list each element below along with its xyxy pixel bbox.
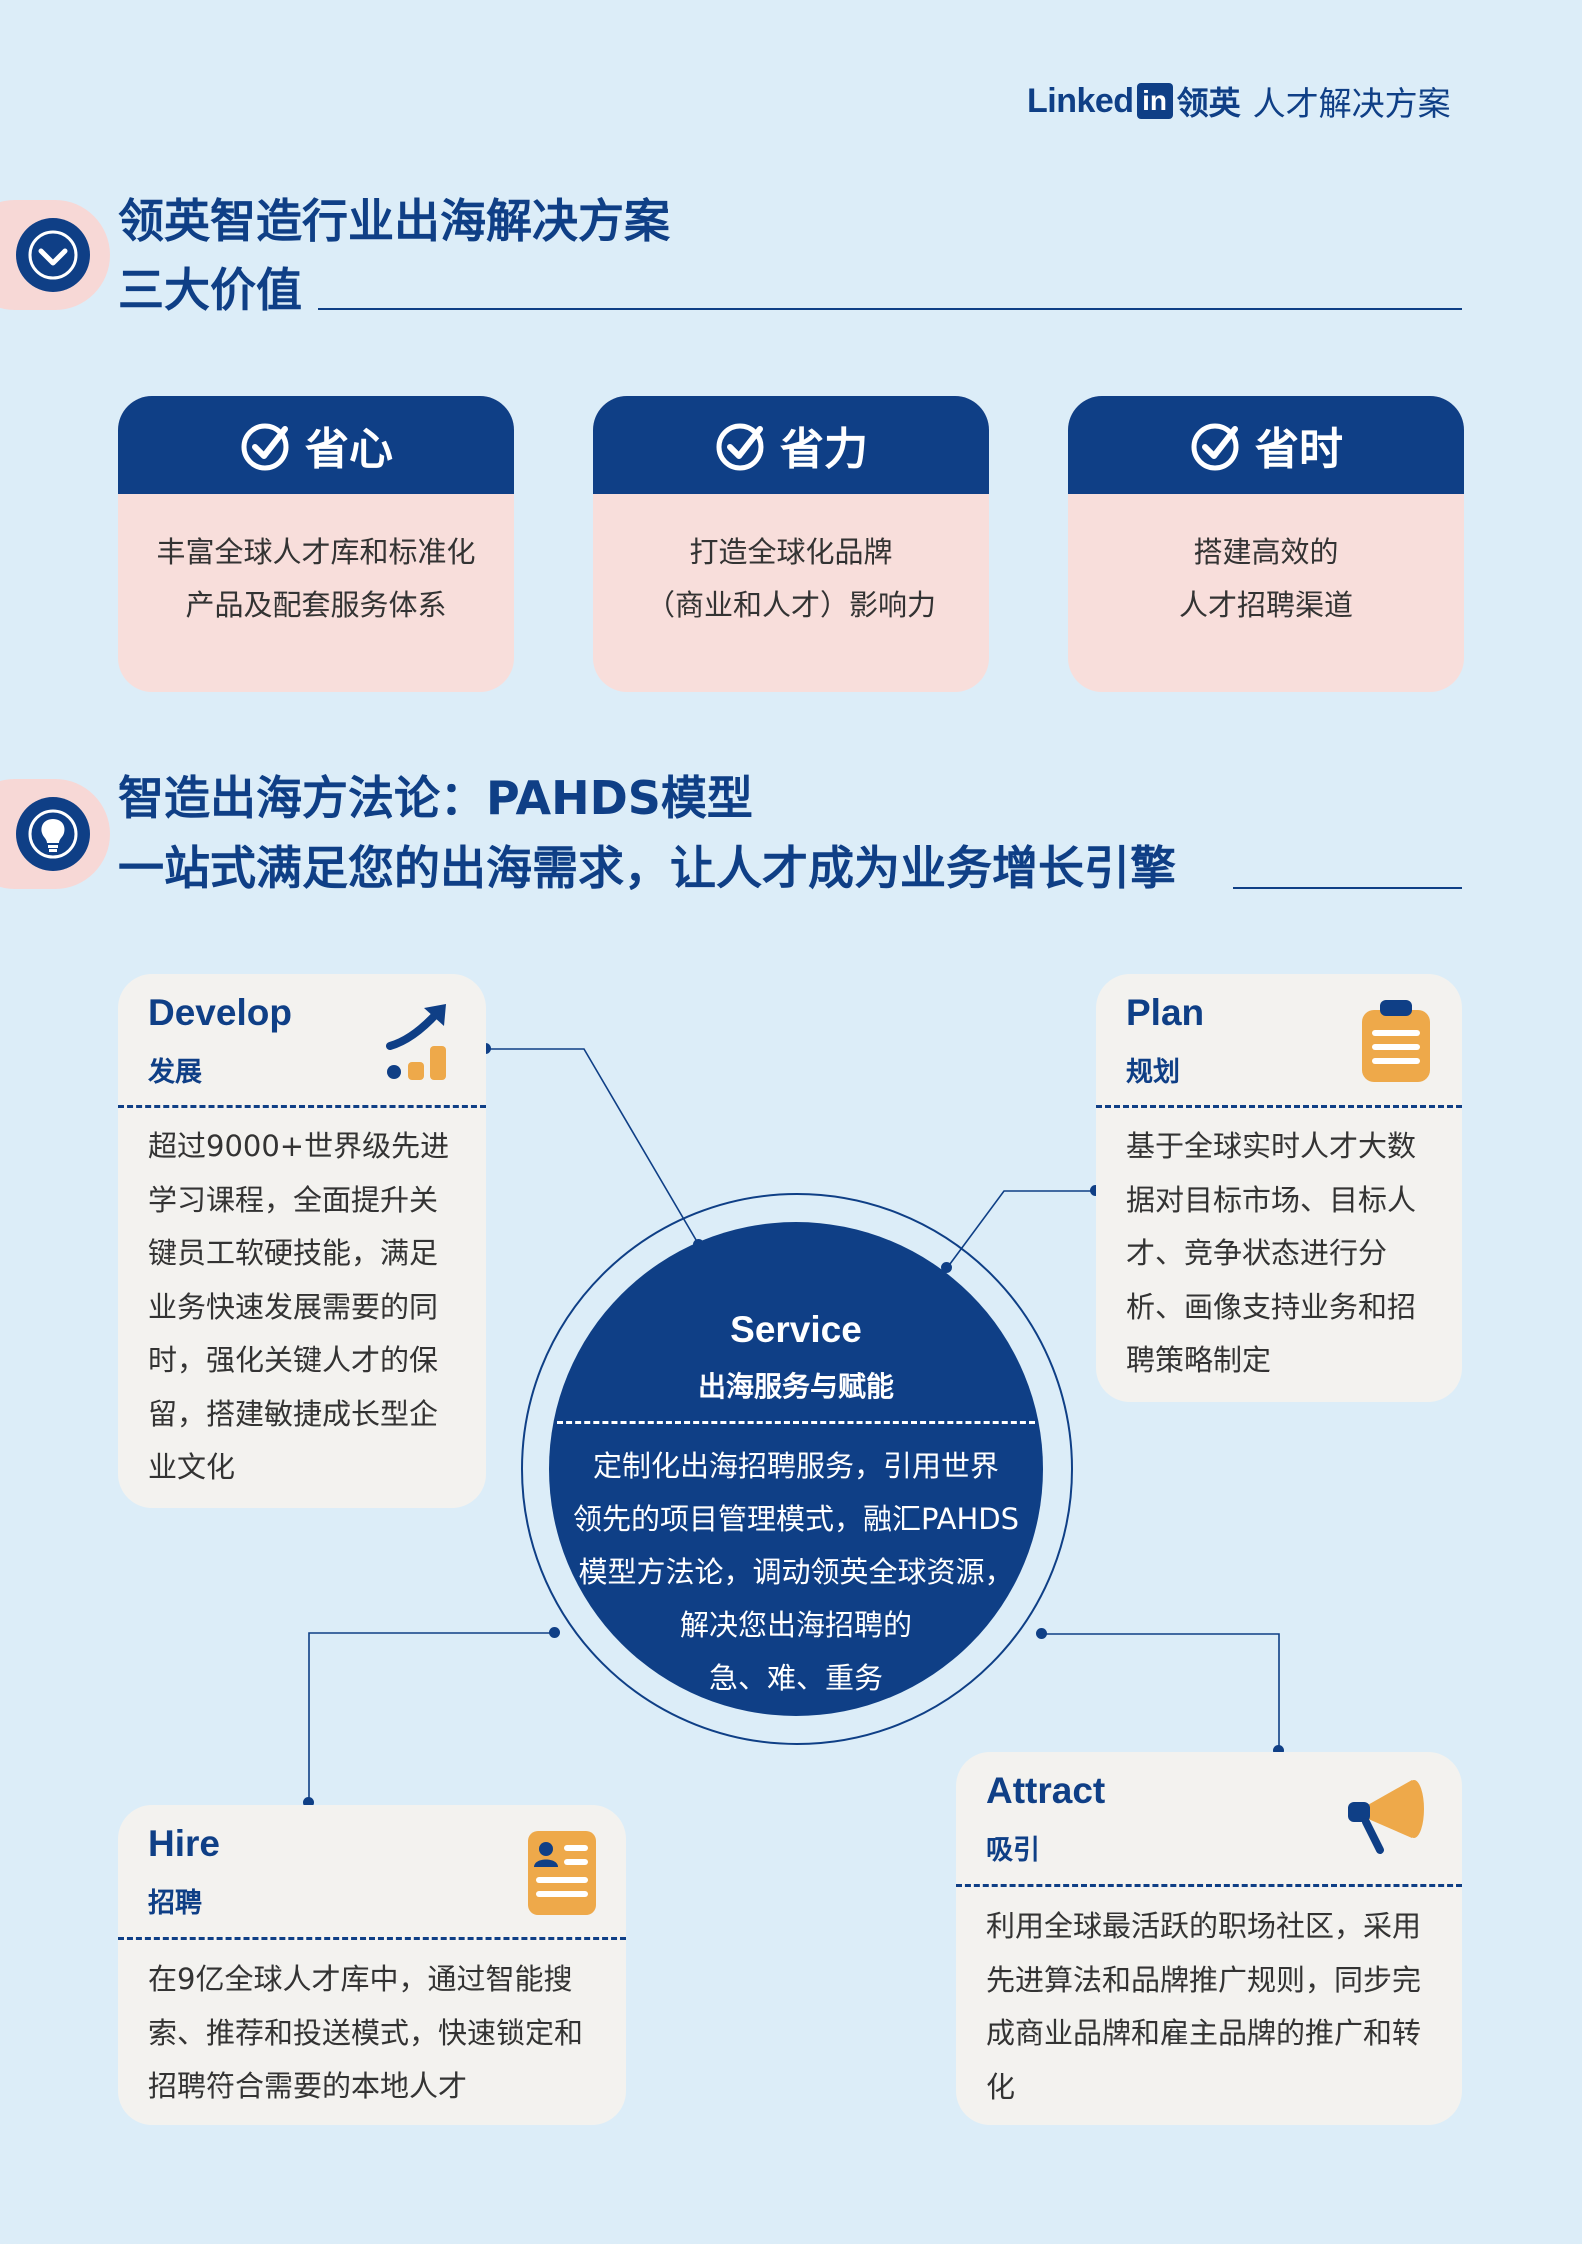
service-title-en: Service — [730, 1309, 862, 1350]
value-card-line: 搭建高效的 — [1193, 535, 1339, 569]
value-card-body: 搭建高效的 人才招聘渠道 — [1068, 494, 1464, 632]
growth-chart-icon — [386, 1004, 446, 1080]
model-box-divider — [118, 1105, 486, 1108]
model-box-hire: Hire 招聘 在9亿全球人才库中，通过智能搜索、推荐和投送模式，快速锁定和招聘… — [118, 1805, 626, 2125]
resume-icon — [528, 1831, 596, 1915]
service-text-line: 急、难、重务 — [708, 1661, 883, 1695]
section1-title-line1: 领英智造行业出海解决方案 — [118, 194, 670, 248]
model-box-attract: Attract 吸引 利用全球最活跃的职场社区，采用先进算法和品牌推广规则，同步… — [956, 1752, 1462, 2125]
service-divider — [557, 1421, 1035, 1424]
section2-underline — [1233, 887, 1462, 889]
brand-tagline: 人才解决方案 — [1252, 84, 1451, 123]
value-card-line: 丰富全球人才库和标准化 — [156, 535, 476, 569]
value-card-header: 省力 — [593, 396, 989, 494]
value-card-title: 省力 — [780, 424, 868, 475]
value-card-header: 省心 — [118, 396, 514, 494]
brand-linked-text: Linked — [1027, 81, 1134, 120]
section2-title-line1: 智造出海方法论：PAHDS模型 — [118, 771, 753, 825]
service-text: 定制化出海招聘服务，引用世界 领先的项目管理模式，融汇PAHDS 模型方法论，调… — [549, 1440, 1043, 1705]
linkedin-logo-icon: in — [1136, 83, 1173, 119]
model-box-title-cn: 发展 — [148, 1057, 202, 1088]
connector-dot — [549, 1627, 560, 1638]
value-card-line: （商业和人才）影响力 — [645, 588, 936, 622]
connector-dot — [303, 1797, 314, 1808]
connector-attract — [1042, 1633, 1280, 1751]
model-box-develop: Develop 发展 超过9000+世界级先进学习课程，全面提升关键员工软硬技能… — [118, 974, 486, 1508]
model-box-title-en: Attract — [986, 1770, 1106, 1811]
service-text-line: 模型方法论，调动领英全球资源， — [578, 1555, 1014, 1589]
connector-hire — [308, 1632, 555, 1803]
check-circle-icon — [1191, 423, 1239, 471]
value-card-line: 打造全球化品牌 — [689, 535, 893, 569]
model-box-divider — [118, 1937, 626, 1940]
model-box-text: 在9亿全球人才库中，通过智能搜索、推荐和投送模式，快速锁定和招聘符合需要的本地人… — [148, 1962, 584, 2103]
service-outer-ring — [521, 1193, 1073, 1745]
service-title-cn: 出海服务与赋能 — [697, 1370, 894, 1403]
service-text-line: 领先的项目管理模式，融汇PAHDS — [572, 1502, 1020, 1536]
section2-title-line2: 一站式满足您的出海需求，让人才成为业务增长引擎 — [118, 841, 1176, 895]
lightbulb-icon — [16, 797, 90, 871]
section1-badge — [0, 200, 110, 310]
model-box-title-cn: 规划 — [1126, 1057, 1180, 1088]
model-box-text: 超过9000+世界级先进学习课程，全面提升关键员工软硬技能，满足业务快速发展需要… — [148, 1129, 450, 1484]
service-text-line: 定制化出海招聘服务，引用世界 — [592, 1449, 999, 1483]
section1-title-line2: 三大价值 — [118, 263, 302, 317]
value-card-line: 产品及配套服务体系 — [185, 588, 447, 622]
model-box-text: 基于全球实时人才大数据对目标市场、目标人才、竞争状态进行分析、画像支持业务和招聘… — [1126, 1129, 1417, 1377]
section2-badge — [0, 779, 110, 889]
model-box-title-en: Hire — [148, 1823, 220, 1864]
model-box-title-en: Develop — [148, 992, 292, 1033]
value-card-title: 省时 — [1255, 424, 1343, 475]
model-box-divider — [1096, 1105, 1462, 1108]
connector-plan — [946, 1190, 1096, 1269]
megaphone-icon — [1348, 1780, 1424, 1854]
model-service-circle: Service 出海服务与赋能 定制化出海招聘服务，引用世界 领先的项目管理模式… — [549, 1222, 1043, 1716]
value-card-title: 省心 — [305, 424, 393, 475]
section1-underline — [318, 308, 1462, 310]
model-box-title-cn: 吸引 — [986, 1835, 1040, 1866]
model-box-divider — [956, 1884, 1462, 1887]
value-card-body: 丰富全球人才库和标准化 产品及配套服务体系 — [118, 494, 514, 632]
value-card-line: 人才招聘渠道 — [1178, 588, 1353, 622]
connector-dot — [1036, 1628, 1047, 1639]
connector-develop — [486, 1048, 700, 1246]
brand-header: Linked in 领英 人才解决方案 — [1027, 78, 1451, 124]
value-card-save-effort: 省力 打造全球化品牌 （商业和人才）影响力 — [593, 396, 989, 692]
brand-chinese-name: 领英 — [1176, 84, 1241, 122]
check-circle-icon — [716, 423, 764, 471]
value-card-save-worry: 省心 丰富全球人才库和标准化 产品及配套服务体系 — [118, 396, 514, 692]
value-card-body: 打造全球化品牌 （商业和人才）影响力 — [593, 494, 989, 632]
connector-dot — [1273, 1745, 1284, 1756]
value-card-save-time: 省时 搭建高效的 人才招聘渠道 — [1068, 396, 1464, 692]
model-box-text: 利用全球最活跃的职场社区，采用先进算法和品牌推广规则，同步完成商业品牌和雇主品牌… — [986, 1909, 1422, 2104]
model-box-title-cn: 招聘 — [148, 1888, 202, 1919]
check-circle-icon — [241, 423, 289, 471]
service-text-line: 解决您出海招聘的 — [679, 1608, 912, 1642]
connector-dot — [1090, 1185, 1101, 1196]
model-box-plan: Plan 规划 基于全球实时人才大数据对目标市场、目标人才、竞争状态进行分析、画… — [1096, 974, 1462, 1402]
clipboard-icon — [1362, 1000, 1430, 1082]
value-card-header: 省时 — [1068, 396, 1464, 494]
model-box-title-en: Plan — [1126, 992, 1205, 1033]
diamond-icon — [16, 218, 90, 292]
